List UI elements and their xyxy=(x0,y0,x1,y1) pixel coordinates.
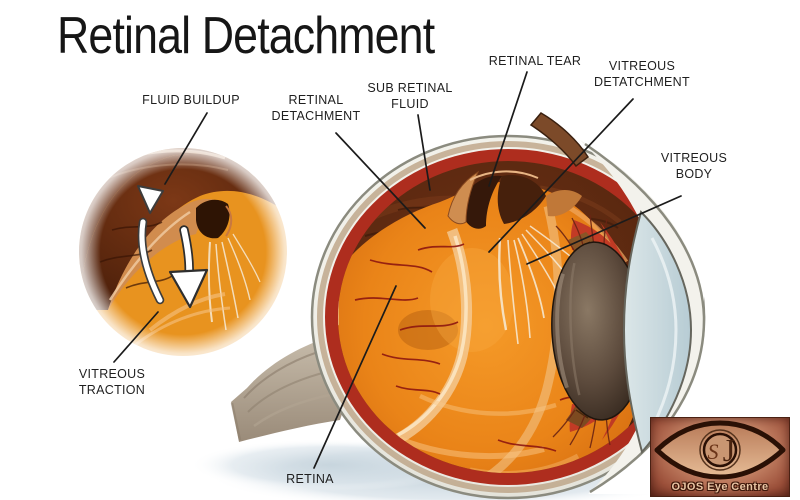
label-retinal-detachment: RETINAL DETACHMENT xyxy=(271,93,361,123)
label-fluid-buildup: FLUID BUILDUP xyxy=(142,93,240,107)
optic-nerve xyxy=(230,336,346,442)
inset-closeup xyxy=(65,134,301,370)
leader-vitreous-detatchment xyxy=(488,98,634,253)
traction-arrow-down-icon xyxy=(168,225,209,309)
leader-fluid-buildup xyxy=(164,112,208,185)
leader-lines xyxy=(113,71,682,469)
label-vitreous-traction: VITREOUS TRACTION xyxy=(78,367,146,397)
label-retina: RETINA xyxy=(286,472,334,486)
leader-retina xyxy=(313,285,397,469)
page-title: Retinal Detachment xyxy=(57,7,435,65)
label-vitreous-body: VITREOUS BODY xyxy=(660,151,728,181)
logo-eye-icon: S J xyxy=(654,420,786,480)
clinic-logo: S J OJOS Eye Centre xyxy=(650,417,790,497)
label-vitreous-detatchment: VITREOUS DETATCHMENT xyxy=(594,59,690,89)
logo-monogram-s: S xyxy=(708,439,719,464)
eye-globe xyxy=(310,112,706,500)
leader-retinal-tear xyxy=(488,71,528,187)
muscle-stub xyxy=(529,112,590,168)
leader-vitreous-body xyxy=(526,195,682,265)
traction-arrow-curved-icon xyxy=(137,185,165,305)
cornea xyxy=(622,210,693,455)
label-retinal-tear: RETINAL TEAR xyxy=(488,54,582,68)
leader-retinal-detachment xyxy=(335,132,426,229)
leader-sub-retinal-fluid xyxy=(417,114,431,191)
logo-text: OJOS Eye Centre xyxy=(671,481,769,493)
label-sub-retinal-fluid: SUB RETINAL FLUID xyxy=(367,81,453,111)
leader-vitreous-traction xyxy=(113,311,159,363)
logo-monogram-j: J xyxy=(723,432,735,468)
